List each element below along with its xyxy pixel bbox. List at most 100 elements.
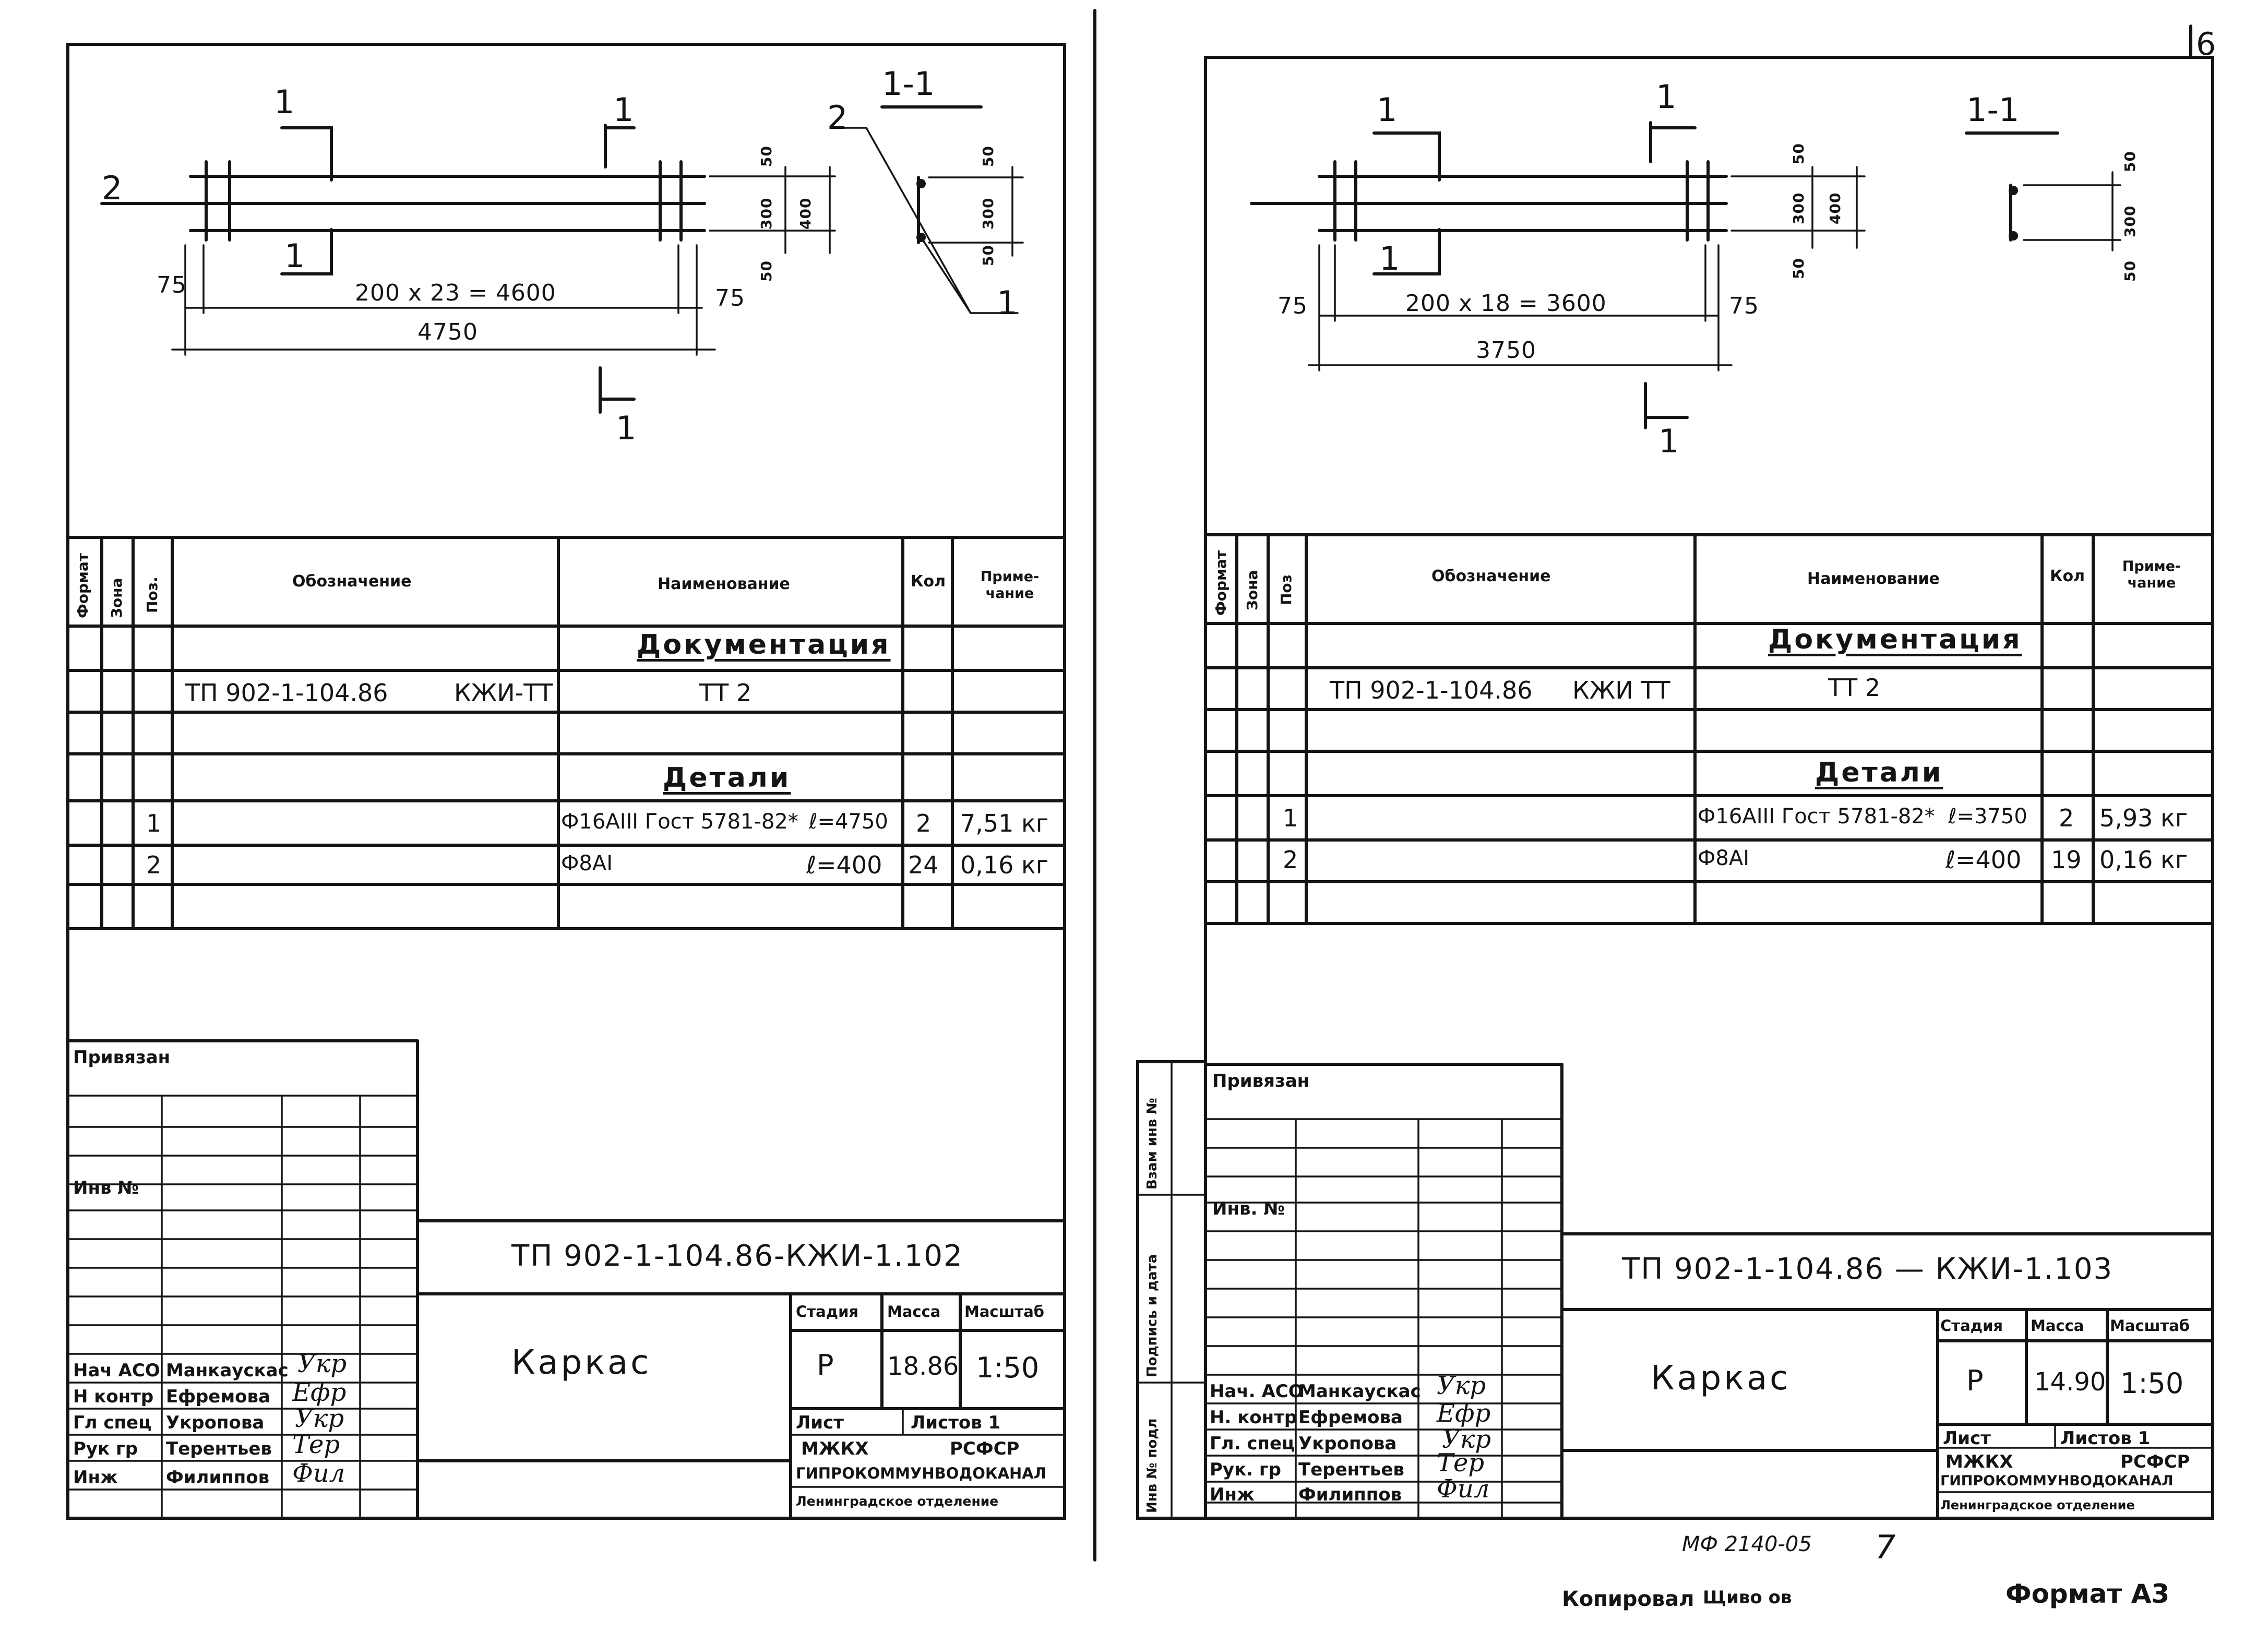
role-5: Инж [73,1467,118,1488]
r-role-3-name: Укропова [1298,1433,1397,1454]
r-section-label: 1-1 [1966,91,2020,129]
stamp-inv-orig: Инв № подл [1144,1418,1160,1513]
r-mass-label: Масса [2031,1317,2084,1335]
org-branch: Ленинградское отделение [796,1494,999,1509]
stage-label: Стадия [796,1303,859,1320]
r-section-dim-50-top: 50 [2121,151,2139,172]
r-row-2-pos: 2 [1283,846,1298,874]
r-cut-mark-top-right: 1 [1656,78,1677,116]
dim-total: 4750 [417,319,478,345]
r-section-dim-50-bottom: 50 [2121,260,2139,282]
role-3: Гл спец [73,1412,152,1433]
role-1: Нач АСО [73,1360,160,1381]
row-2-length: ℓ=400 [806,851,882,879]
r-dim-50-top: 50 [1790,143,1807,164]
r-dim-total: 3750 [1476,337,1536,364]
r-role-4-signature: Тер [1437,1448,1485,1478]
r-inv-no-label: Инв. № [1212,1198,1285,1219]
r-dim-spacing: 200 x 18 = 3600 [1405,290,1607,317]
r-section-dim-300: 300 [2121,205,2139,237]
r-header-format: Формат [1212,550,1230,616]
r-doc-name: ТТ 2 [1828,674,1881,702]
drawing-title: Каркас [511,1343,652,1382]
mass-label: Масса [887,1303,941,1320]
doc-code-suffix: КЖИ-ТТ [454,679,553,707]
dim-end-left: 75 [157,272,187,298]
page-number: 7 [1875,1528,1896,1566]
stage-value: Р [817,1349,834,1382]
r-header-pos: Поз [1278,574,1295,605]
mass-value: 18.86 [887,1352,959,1381]
r-role-3: Гл. спец [1210,1433,1295,1454]
r-row-2-note: 0,16 кг [2099,846,2188,874]
doc-section: Документация [637,629,891,661]
r-row-1-length: ℓ=3750 [1948,805,2027,828]
r-dim-50-bottom: 50 [1790,258,1807,279]
header-name: Наименование [658,575,790,593]
format-label: Формат А3 [2006,1579,2170,1609]
header-designation: Обозначение [292,572,412,591]
r-stage-value: Р [1966,1364,1984,1397]
sheet-right: 1 1 1 1 75 75 200 x 18 = 3600 3750 50 30… [1134,0,2268,1633]
r-scale-value: 1:50 [2120,1367,2184,1400]
stamp-sign-date: Подпись и дата [1144,1254,1160,1377]
r-row-2-length: ℓ=400 [1945,846,2022,874]
r-role-1: Нач. АСО [1210,1381,1304,1402]
r-cut-mark-bottom-right: 1 [1658,422,1679,460]
role-5-signature: Фил [292,1459,345,1488]
role-3-signature: Укр [295,1404,344,1433]
r-role-3-signature: Укр [1442,1425,1491,1454]
role-2: Н контр [73,1386,154,1407]
r-org-republic: РСФСР [2120,1451,2190,1472]
r-row-1-pos: 1 [1283,804,1298,832]
stamp-inv-vz: Взам инв № [1144,1098,1160,1190]
role-5-name: Филиппов [166,1467,270,1488]
scale-label: Масштаб [964,1303,1045,1320]
cut-mark-bottom-right: 1 [616,409,637,447]
doc-code: ТП 902-1-104.86 [185,679,388,707]
sheet-left: 1 1 1 1 2 75 75 200 x 23 = 4600 4750 50 … [66,43,1066,1520]
row-1-qty: 2 [916,809,932,837]
r-header-name: Наименование [1807,570,1940,588]
row-1-name: Ф16АIII Гост 5781-82* [561,810,798,834]
r-dim-400: 400 [1827,192,1844,224]
row-1-pos: 1 [146,809,162,837]
r-role-2-name: Ефремова [1298,1407,1403,1428]
r-dim-end-right: 75 [1729,293,1759,319]
dim-spacing: 200 x 23 = 4600 [355,280,556,306]
r-role-2: Н. контр [1210,1407,1297,1428]
r-sheet-label: Лист [1943,1428,1991,1449]
row-2-qty: 24 [908,851,939,879]
cut-mark-top-left: 1 [274,83,295,121]
page-corner-number: 6 [2196,26,2216,63]
role-1-signature: Укр [297,1349,347,1378]
r-drawing-code: ТП 902-1-104.86 — КЖИ-1.103 [1622,1252,2114,1286]
org-ministry: МЖКХ [801,1438,869,1459]
header-qty: Кол [911,572,946,591]
copied-by: Щиво ов [1703,1587,1792,1608]
r-dim-end-left: 75 [1278,293,1308,319]
r-header-note: Приме-чание [2122,558,2181,592]
r-org-branch: Ленинградское отделение [1940,1498,2135,1512]
r-cut-mark-bottom-left: 1 [1379,239,1400,278]
r-details-section: Детали [1815,757,1943,788]
org-republic: РСФСР [950,1438,1020,1459]
bound-label: Привязан [73,1047,171,1068]
scale-value: 1:50 [976,1351,1040,1384]
row-2-pos: 2 [146,851,162,879]
r-scale-label: Масштаб [2110,1317,2190,1335]
row-2-name: Ф8АI [561,851,613,875]
row-1-length: ℓ=4750 [809,810,888,834]
r-doc-code-suffix: КЖИ ТТ [1572,676,1670,704]
r-doc-code: ТП 902-1-104.86 [1330,676,1533,704]
r-role-5: Инж [1210,1484,1255,1505]
org-institute: ГИПРОКОММУНВОДОКАНАЛ [796,1464,1046,1482]
details-section: Детали [663,762,791,794]
role-4-name: Терентьев [166,1438,272,1459]
role-1-name: Манкаускас [166,1360,289,1381]
role-4-signature: Тер [292,1430,340,1459]
doc-name: ТТ 2 [699,679,752,707]
row-2-note: 0,16 кг [960,851,1048,879]
sheet-right-lines [1136,25,2214,1520]
